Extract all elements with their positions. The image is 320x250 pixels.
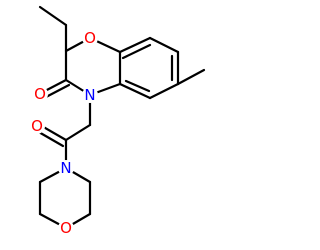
bond xyxy=(121,43,152,60)
ring-oxygen-atom: O xyxy=(82,29,98,47)
morpholine-oxygen-label: O xyxy=(60,219,72,237)
bond xyxy=(35,129,65,148)
ring-oxygen-label: O xyxy=(84,29,96,47)
bond-layer xyxy=(35,5,206,230)
atom-label-layer: O N O O N O xyxy=(29,29,98,237)
bond xyxy=(124,79,151,93)
lactam-carbonyl-oxygen-atom: O xyxy=(32,85,48,103)
molecule-structure: O N O O N O xyxy=(29,5,206,237)
bond xyxy=(176,68,206,86)
bond xyxy=(64,123,92,142)
amide-nitrogen-atom: N xyxy=(58,159,74,177)
bond xyxy=(118,36,152,54)
lactam-carbonyl-oxygen-label: O xyxy=(34,85,46,103)
lactam-nitrogen-label: N xyxy=(84,86,95,104)
lactam-nitrogen-atom: N xyxy=(82,86,98,104)
amide-carbonyl-oxygen-label: O xyxy=(31,117,43,135)
bond xyxy=(38,5,68,27)
amide-nitrogen-label: N xyxy=(60,159,71,177)
morpholine-oxygen-atom: O xyxy=(58,219,74,237)
bond xyxy=(148,36,180,54)
bond xyxy=(44,83,71,99)
bond xyxy=(118,82,152,100)
bond xyxy=(148,82,180,100)
amide-carbonyl-oxygen-atom: O xyxy=(29,117,45,135)
